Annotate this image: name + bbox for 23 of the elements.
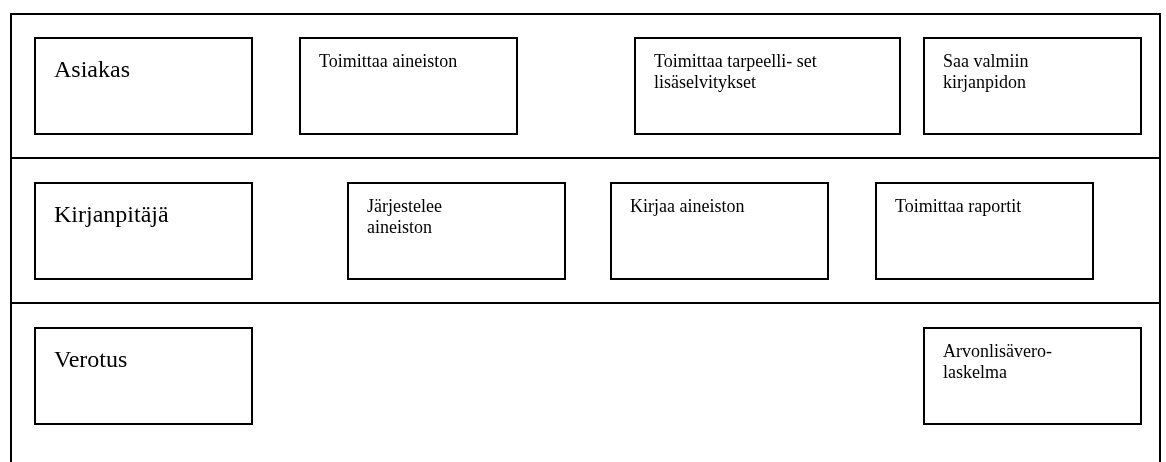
role-box bbox=[34, 182, 253, 280]
role-box bbox=[34, 327, 253, 425]
process-box bbox=[299, 37, 518, 135]
task-label: Toimittaa tarpeelli- set lisäselvitykset bbox=[654, 51, 818, 94]
swimlane-band bbox=[10, 157, 1161, 304]
swimlane-band bbox=[10, 13, 1161, 159]
process-box bbox=[875, 182, 1094, 280]
role-label: Kirjanpitäjä bbox=[54, 200, 170, 229]
task-label: Saa valmiin kirjanpidon bbox=[943, 51, 1030, 94]
process-box bbox=[347, 182, 566, 280]
task-label: Arvonlisävero- laskelma bbox=[943, 341, 1053, 384]
role-label: Verotus bbox=[54, 345, 129, 374]
role-label: Asiakas bbox=[54, 55, 131, 84]
process-box bbox=[610, 182, 829, 280]
process-box bbox=[923, 37, 1142, 135]
task-label: Kirjaa aineiston bbox=[630, 196, 746, 218]
role-box bbox=[34, 37, 253, 135]
process-box bbox=[634, 37, 901, 135]
swimlane-band bbox=[10, 302, 1161, 462]
task-label: Toimittaa raportit bbox=[895, 196, 1023, 218]
task-label: Järjestelee aineiston bbox=[367, 196, 443, 239]
task-label: Toimittaa aineiston bbox=[319, 51, 459, 73]
process-box bbox=[923, 327, 1142, 425]
